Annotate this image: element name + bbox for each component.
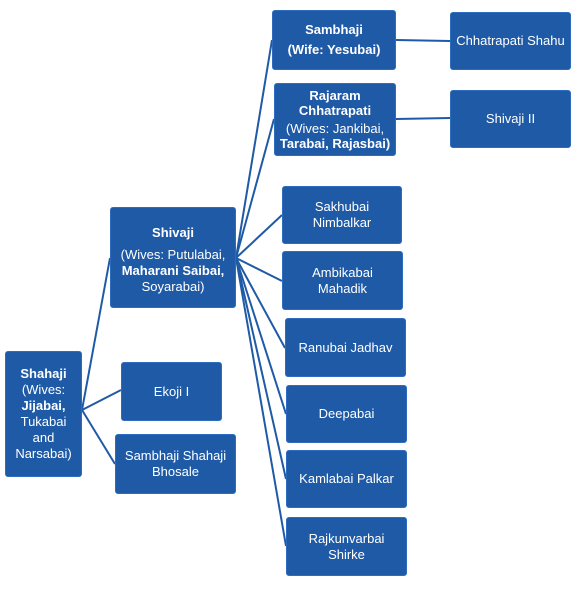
node-rajaram-line: Tarabai, Rajasbai) xyxy=(279,136,391,151)
node-ranubai-line: Ranubai Jadhav xyxy=(298,339,393,355)
node-sambhaji-shahaji-bhosale: Sambhaji Shahaji Bhosale xyxy=(115,434,236,494)
link-shivaji-ranubai xyxy=(235,257,286,349)
node-shivaji2-line: Shivaji II xyxy=(485,111,536,126)
link-shahaji-shivaji xyxy=(81,257,111,411)
node-rajaram-line: Chhatrapati xyxy=(298,103,372,118)
node-sambhaji-line: (Wife: Yesubai) xyxy=(287,42,381,57)
node-ekoji-line: Ekoji I xyxy=(153,383,190,399)
node-rajkunvarbai: Rajkunvarbai Shirke xyxy=(286,517,407,576)
node-shivaji-line: Shivaji xyxy=(152,224,194,240)
link-sambhaji-shahu xyxy=(395,39,451,42)
node-chhatrapati-shahu: Chhatrapati Shahu xyxy=(450,12,571,70)
node-shahaji-line: Shahaji xyxy=(20,366,67,381)
node-ambikabai-line: Mahadik xyxy=(317,280,368,296)
node-sakhubai-line: Sakhubai xyxy=(314,199,370,214)
node-shahaji-line: and xyxy=(32,430,55,445)
node-sambhaji: Sambhaji (Wife: Yesubai) xyxy=(272,10,396,70)
link-shivaji-rajkunvarbai xyxy=(235,257,287,547)
link-shivaji-ambikabai xyxy=(235,257,283,282)
node-shahaji-line: Tukabai xyxy=(20,414,67,429)
node-shivaji-line: Maharani Saibai, xyxy=(121,262,225,278)
node-rajaram-line: Rajaram xyxy=(309,88,361,103)
node-kamlabai: Kamlabai Palkar xyxy=(286,450,407,508)
node-shahaji-line: (Wives: xyxy=(21,382,66,397)
node-shivaji-ii: Shivaji II xyxy=(450,90,571,148)
link-shivaji-kamlabai xyxy=(235,257,287,480)
node-shahu-line: Chhatrapati Shahu xyxy=(456,33,565,48)
node-kamlabai-line: Kamlabai Palkar xyxy=(299,471,394,486)
node-shahaji: Shahaji (Wives: Jijabai, Tukabai and Nar… xyxy=(5,351,82,477)
node-sambhaji-shahaji-line: Bhosale xyxy=(152,464,199,479)
link-shivaji-rajaram xyxy=(235,118,275,259)
link-shahaji-sambhaji-shahaji xyxy=(81,409,116,465)
link-rajaram-shivaji2 xyxy=(395,117,451,120)
node-rajkunvarbai-line: Rajkunvarbai xyxy=(308,530,385,546)
link-shivaji-deepabai xyxy=(235,257,287,415)
node-deepabai-line: Deepabai xyxy=(318,406,375,421)
node-shahaji-line: Narsabai) xyxy=(15,446,72,461)
node-sambhaji-line: Sambhaji xyxy=(305,22,363,37)
node-rajaram: Rajaram Chhatrapati (Wives: Jankibai, Ta… xyxy=(274,83,396,156)
node-ekoji: Ekoji I xyxy=(121,362,222,421)
node-shivaji-line: Soyarabai) xyxy=(141,278,205,294)
link-shivaji-sambhaji xyxy=(235,39,273,259)
node-ranubai: Ranubai Jadhav xyxy=(285,318,406,377)
node-ambikabai: Ambikabai Mahadik xyxy=(282,251,403,310)
node-sambhaji-shahaji-line: Sambhaji Shahaji xyxy=(124,448,227,463)
node-shivaji-line: (Wives: Putulabai, xyxy=(120,246,226,262)
node-rajaram-line: (Wives: Jankibai, xyxy=(285,121,385,136)
node-shahaji-line: Jijabai, xyxy=(21,398,66,413)
node-ambikabai-line: Ambikabai xyxy=(312,264,373,280)
node-rajkunvarbai-line: Shirke xyxy=(328,546,365,562)
node-deepabai: Deepabai xyxy=(286,385,407,443)
link-shahaji-ekoji xyxy=(81,389,122,411)
node-shivaji: Shivaji (Wives: Putulabai, Maharani Saib… xyxy=(110,207,236,308)
node-sakhubai: Sakhubai Nimbalkar xyxy=(282,186,402,244)
node-sakhubai-line: Nimbalkar xyxy=(312,215,372,230)
link-shivaji-sakhubai xyxy=(235,214,283,259)
